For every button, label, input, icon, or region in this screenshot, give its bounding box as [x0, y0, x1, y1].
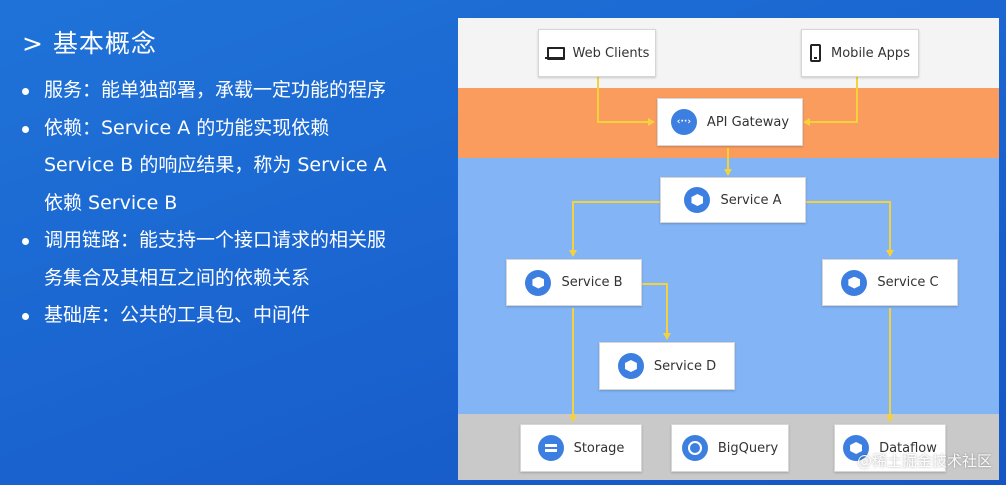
- node-label: Storage: [573, 440, 625, 456]
- node-label: Service C: [877, 275, 939, 290]
- bullet-dot-icon: [22, 88, 29, 95]
- concept-item-service: 服务：能单独部署，承载一定功能的程序: [22, 72, 442, 110]
- concept-line: 服务：能单独部署，承载一定功能的程序: [44, 79, 387, 101]
- edge-web-clients-to-gateway: [597, 77, 655, 126]
- service-icon: [617, 353, 644, 379]
- node-label: BigQuery: [717, 440, 779, 456]
- node-label: API Gateway: [706, 114, 790, 130]
- node-service-d: Service D: [599, 342, 735, 390]
- concept-line: 依赖：Service A 的功能实现依赖: [44, 116, 330, 139]
- concept-item-call-chain: 调用链路：能支持一个接口请求的相关服 务集合及其相互之间的依赖关系: [22, 222, 442, 297]
- concept-item-dependency: 依赖：Service A 的功能实现依赖 Service B 的响应结果，称为 …: [22, 110, 442, 223]
- concept-item-base-library: 基础库：公共的工具包、中间件: [22, 297, 442, 335]
- bigquery-icon: [681, 435, 708, 461]
- watermark: @稀土掘金技术社区: [856, 452, 992, 470]
- node-label: Service A: [720, 192, 782, 208]
- node-label: Service B: [561, 275, 623, 290]
- node-service-c: Service C: [822, 259, 958, 306]
- node-api-gateway: ‹··› API Gateway: [657, 98, 803, 146]
- edge-service-b-to-service-d: [642, 283, 671, 340]
- node-service-b: Service B: [506, 259, 642, 306]
- node-mobile-apps: Mobile Apps: [801, 29, 919, 77]
- node-service-a: Service A: [660, 177, 806, 223]
- bullet-dot-icon: [22, 238, 29, 245]
- bullet-dot-icon: [22, 313, 29, 320]
- node-label: Service D: [653, 358, 717, 374]
- edge-service-a-to-service-c: [806, 201, 894, 257]
- concept-list: 服务：能单独部署，承载一定功能的程序 依赖：Service A 的功能实现依赖 …: [22, 72, 442, 335]
- edge-service-a-to-service-b: [569, 201, 660, 257]
- api-gateway-icon: ‹··›: [670, 109, 697, 135]
- concept-line: 基础库：公共的工具包、中间件: [44, 304, 311, 326]
- concept-line: Service B 的响应结果，称为 Service A: [44, 154, 387, 176]
- connector-lines: [569, 77, 894, 422]
- laptop-icon: [544, 46, 565, 60]
- concept-line: 调用链路：能支持一个接口请求的相关服: [44, 229, 387, 251]
- node-label: Web Clients: [572, 45, 650, 61]
- service-icon: [841, 269, 868, 296]
- concept-panel: > 基本概念 服务：能单独部署，承载一定功能的程序 依赖：Service A 的…: [22, 24, 442, 335]
- service-icon: [684, 187, 711, 213]
- section-heading: > 基本概念: [22, 29, 157, 58]
- bullet-dot-icon: [22, 125, 29, 133]
- node-bigquery: BigQuery: [671, 424, 789, 472]
- node-label: Dataflow: [879, 440, 937, 456]
- dataflow-icon: [843, 435, 870, 461]
- phone-icon: [810, 44, 822, 62]
- node-dataflow: Dataflow: [834, 424, 946, 472]
- node-storage: Storage: [520, 424, 642, 472]
- architecture-diagram: Web Clients Mobile Apps ‹··› API Gateway…: [458, 18, 999, 480]
- storage-icon: [537, 435, 564, 461]
- edge-mobile-apps-to-gateway: [803, 77, 858, 126]
- concept-line: 依赖 Service B: [44, 191, 178, 214]
- concept-line: 务集合及其相互之间的依赖关系: [44, 266, 311, 289]
- service-icon: [525, 269, 552, 296]
- node-label: Mobile Apps: [831, 45, 910, 61]
- node-web-clients: Web Clients: [538, 29, 656, 77]
